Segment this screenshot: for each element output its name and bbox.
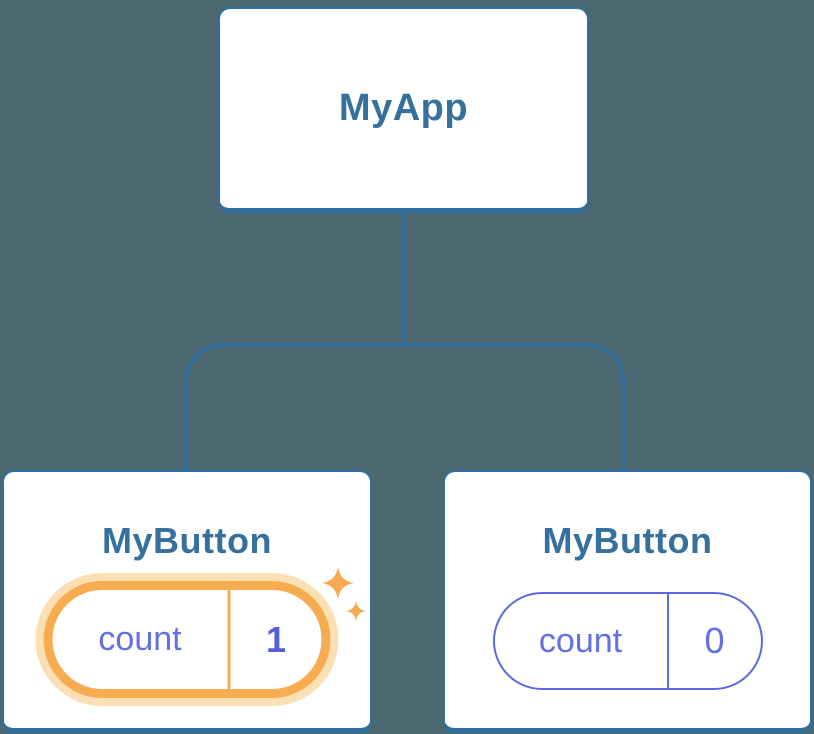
state-value: 1: [265, 618, 287, 660]
component-node-root: MyApp: [218, 7, 589, 213]
state-pill-highlighted: count 1: [43, 581, 331, 698]
component-node-mybutton-left: MyButton count 1: [2, 470, 372, 733]
pill-divider: [227, 590, 231, 689]
sparkle-icon: [322, 567, 366, 621]
state-key-label: count: [538, 621, 623, 660]
state-pill: count 0: [492, 592, 763, 690]
pill-divider: [666, 594, 669, 688]
component-name-label: MyApp: [338, 87, 469, 129]
connector-branch-left: [184, 343, 404, 471]
state-key-label: count: [98, 620, 182, 658]
component-node-mybutton-right: MyButton count 0: [443, 470, 812, 733]
connector-branch-right: [404, 343, 626, 471]
component-name-label: MyButton: [102, 520, 272, 561]
state-value: 0: [704, 620, 725, 661]
component-name-label: MyButton: [542, 520, 713, 561]
